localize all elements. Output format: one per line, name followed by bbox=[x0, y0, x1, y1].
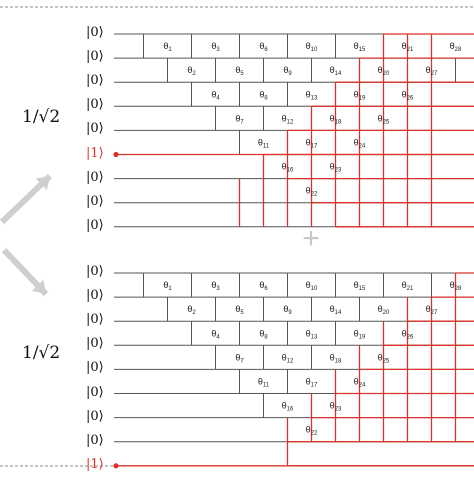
arrow-up-icon bbox=[0, 173, 53, 225]
top-input-dot bbox=[113, 151, 119, 158]
bottom-theta-9: θ9 bbox=[283, 304, 292, 316]
top-input-state-2: |0⟩ bbox=[86, 49, 104, 65]
bottom-theta-16: θ16 bbox=[282, 401, 294, 413]
bottom-theta-6: θ6 bbox=[259, 280, 268, 292]
bottom-theta-13: θ13 bbox=[306, 328, 318, 340]
bottom-input-state-3: |0⟩ bbox=[86, 312, 104, 328]
top-input-state-8: |0⟩ bbox=[86, 193, 104, 209]
top-input-state-5: |0⟩ bbox=[86, 121, 104, 137]
top-input-state-7: |0⟩ bbox=[86, 169, 104, 185]
bottom-theta-18: θ18 bbox=[330, 352, 342, 364]
arrow-down-icon bbox=[1, 247, 49, 297]
top-theta-11: θ11 bbox=[258, 137, 270, 149]
top-input-state-6: |1⟩ bbox=[86, 145, 104, 161]
top-theta-7: θ7 bbox=[235, 113, 244, 125]
top-input-state-4: |0⟩ bbox=[86, 97, 104, 113]
bottom-input-state-5: |0⟩ bbox=[86, 360, 104, 376]
top-theta-13: θ13 bbox=[306, 89, 318, 101]
plus-sign: + bbox=[302, 222, 320, 255]
top-theta-15: θ15 bbox=[354, 41, 366, 53]
bottom-theta-5: θ5 bbox=[235, 304, 244, 316]
bottom-input-state-8: |0⟩ bbox=[86, 432, 104, 448]
bottom-input-state-6: |0⟩ bbox=[86, 384, 104, 400]
bottom-theta-20: θ20 bbox=[378, 304, 390, 316]
bottom-theta-11: θ11 bbox=[258, 376, 270, 388]
bottom-theta-14: θ14 bbox=[330, 304, 342, 316]
bottom-input-dot bbox=[113, 463, 119, 469]
top-input-state-3: |0⟩ bbox=[86, 73, 104, 89]
top-theta-1: θ1 bbox=[163, 41, 172, 53]
bottom-theta-12: θ12 bbox=[282, 352, 294, 364]
bottom-theta-7: θ7 bbox=[235, 352, 244, 364]
top-theta-9: θ9 bbox=[283, 65, 292, 77]
top-input-state-9: |0⟩ bbox=[86, 217, 104, 233]
top-input-state-1: |0⟩ bbox=[86, 25, 104, 40]
bottom-theta-10: θ10 bbox=[306, 280, 318, 292]
bottom-theta-15: θ15 bbox=[354, 280, 366, 292]
bottom-theta-21: θ21 bbox=[402, 280, 414, 292]
bottom-input-state-1: |0⟩ bbox=[86, 264, 104, 279]
top-theta-6: θ6 bbox=[259, 41, 268, 53]
bottom-theta-4: θ4 bbox=[211, 328, 220, 340]
bottom-input-state-7: |0⟩ bbox=[86, 408, 104, 424]
bottom-input-state-9: |1⟩ bbox=[86, 456, 104, 472]
bottom-input-state-4: |0⟩ bbox=[86, 336, 104, 352]
bottom-theta-1: θ1 bbox=[163, 280, 172, 292]
bottom-theta-8: θ8 bbox=[259, 328, 268, 340]
bottom-theta-2: θ2 bbox=[187, 304, 196, 316]
bottom-theta-17: θ17 bbox=[306, 376, 318, 388]
normalization-top: 1/√2 bbox=[22, 107, 61, 127]
top-theta-8: θ8 bbox=[259, 89, 268, 101]
normalization-bottom: 1/√2 bbox=[22, 343, 61, 363]
bottom-input-state-2: |0⟩ bbox=[86, 288, 104, 304]
top-theta-14: θ14 bbox=[330, 65, 342, 77]
top-theta-5: θ5 bbox=[235, 65, 244, 77]
bottom-theta-19: θ19 bbox=[354, 328, 366, 340]
top-theta-10: θ10 bbox=[306, 41, 318, 53]
bottom-theta-3: θ3 bbox=[211, 280, 220, 292]
top-theta-3: θ3 bbox=[211, 41, 220, 53]
top-theta-4: θ4 bbox=[211, 89, 220, 101]
top-theta-28: θ28 bbox=[450, 41, 462, 53]
top-theta-2: θ2 bbox=[187, 65, 196, 77]
top-theta-12: θ12 bbox=[282, 113, 294, 125]
